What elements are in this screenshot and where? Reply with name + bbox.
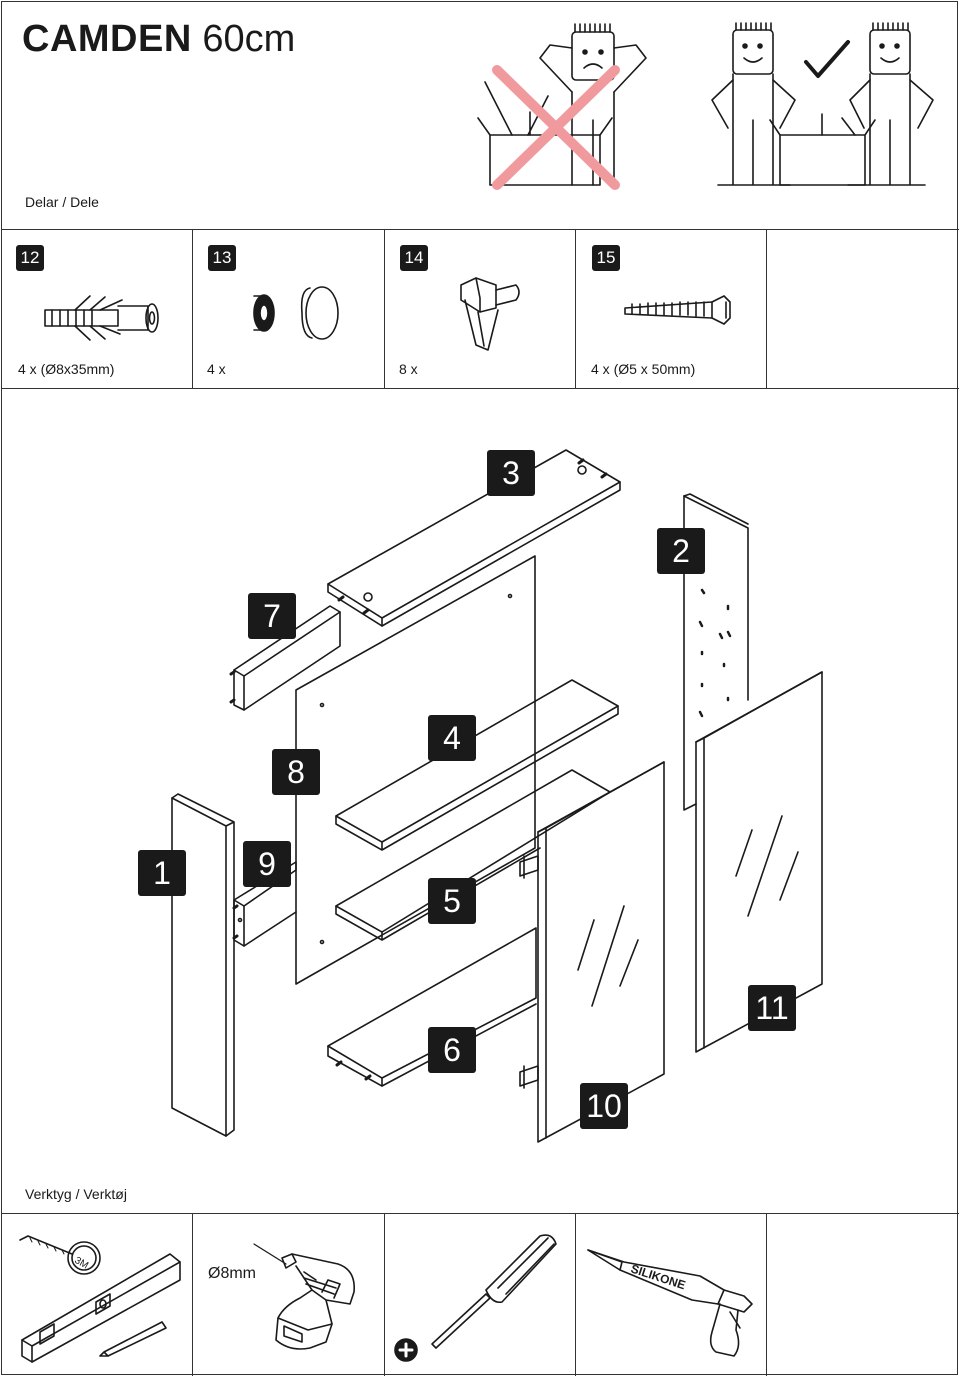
divider xyxy=(766,1213,767,1376)
page-title: CAMDEN 60cm xyxy=(22,18,296,60)
divider xyxy=(575,1213,576,1376)
parts-label: Delar / Dele xyxy=(25,194,99,210)
hardware-badge-12: 12 xyxy=(16,245,44,271)
spirit-level-icon xyxy=(21,1253,181,1363)
hardware-badge-15: 15 xyxy=(592,245,620,271)
divider xyxy=(1,388,959,389)
one-person-assembly-crossed-icon xyxy=(477,23,647,190)
part-badge-5: 5 xyxy=(428,878,476,924)
part-badge-9: 9 xyxy=(243,841,291,887)
divider xyxy=(192,1213,193,1376)
hardware-badge-13: 13 xyxy=(208,245,236,271)
drill-size-label: Ø8mm xyxy=(208,1265,256,1282)
divider xyxy=(1,1213,959,1214)
divider xyxy=(1,229,959,230)
hardware-qty-15: 4 x (Ø5 x 50mm) xyxy=(591,361,696,377)
pencil-icon xyxy=(99,1321,167,1357)
two-person-assembly-check-icon xyxy=(711,22,934,186)
hardware-qty-13: 4 x xyxy=(207,361,226,377)
divider xyxy=(766,229,767,389)
part-badge-6: 6 xyxy=(428,1027,476,1073)
cover-cap-icon xyxy=(253,286,339,340)
divider xyxy=(575,229,576,389)
drill-icon xyxy=(253,1243,355,1350)
cabinet-exploded-view xyxy=(171,449,823,1143)
wall-plug-icon xyxy=(44,295,159,341)
part-badge-4: 4 xyxy=(428,715,476,761)
tools-label: Verktyg / Verktøj xyxy=(25,1186,127,1202)
plus-icon xyxy=(394,1338,418,1362)
silicone-gun-icon xyxy=(587,1249,753,1357)
part-badge-10: 10 xyxy=(580,1083,628,1129)
part-badge-3: 3 xyxy=(487,450,535,496)
hardware-badge-14: 14 xyxy=(400,245,428,271)
part-badge-8: 8 xyxy=(272,749,320,795)
hinge-icon xyxy=(460,277,520,351)
silicone-label: SILIKONE xyxy=(629,1262,687,1293)
divider xyxy=(384,1213,385,1376)
part-badge-2: 2 xyxy=(657,528,705,574)
hardware-qty-14: 8 x xyxy=(399,361,418,377)
part-badge-11: 11 xyxy=(748,985,796,1031)
screwdriver-icon xyxy=(431,1234,557,1349)
hardware-qty-12: 4 x (Ø8x35mm) xyxy=(18,361,115,377)
tape-measure-icon xyxy=(19,1235,101,1275)
part-badge-7: 7 xyxy=(248,593,296,639)
divider xyxy=(192,229,193,389)
screw-icon xyxy=(624,295,731,325)
part-badge-1: 1 xyxy=(138,850,186,896)
divider xyxy=(384,229,385,389)
